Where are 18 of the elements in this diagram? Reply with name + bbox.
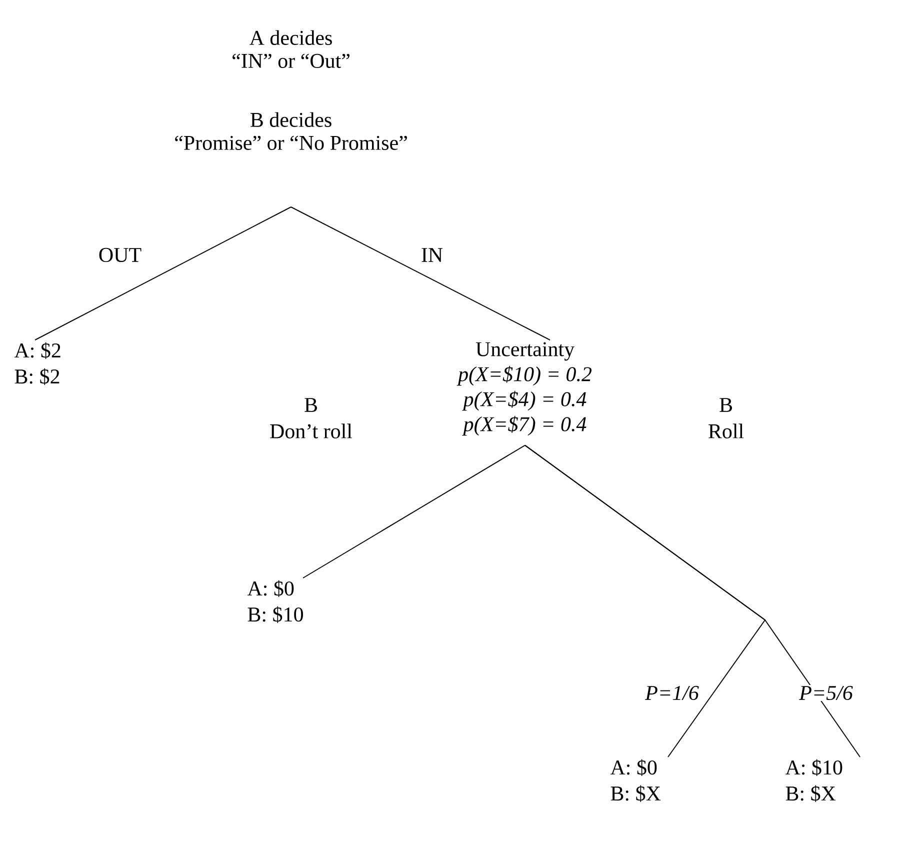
edge-label: P=1/6 — [644, 684, 700, 702]
payoff-text: A: $0 B: $X — [610, 759, 661, 802]
branch-line — [524, 444, 860, 758]
player-label: B — [304, 398, 317, 412]
edge-label: IN — [420, 247, 444, 263]
branch-line — [290, 206, 550, 340]
payoff-text: A: $2 B: $2 — [14, 342, 60, 385]
decision-text: A decides “IN” or “Out” B decides “Promise” or “No Promise” — [175, 30, 407, 150]
payoff-text: A: $10 B: $X — [785, 759, 842, 802]
chance-node-text: Uncertainty p(X=$10) = 0.2 p(X=$4) = 0.4 p(X=$7) = 0.4 — [456, 342, 592, 436]
branch-line — [34, 206, 292, 340]
payoff-text: A: $0 B: $10 — [247, 580, 303, 623]
player-label: B — [720, 398, 732, 412]
branch-line — [302, 444, 526, 578]
edge-label: OUT — [97, 246, 143, 264]
edge-label: Don’t roll — [268, 422, 354, 440]
player-label: Roll — [708, 424, 744, 438]
edge-label: P=5/6 — [798, 684, 854, 702]
